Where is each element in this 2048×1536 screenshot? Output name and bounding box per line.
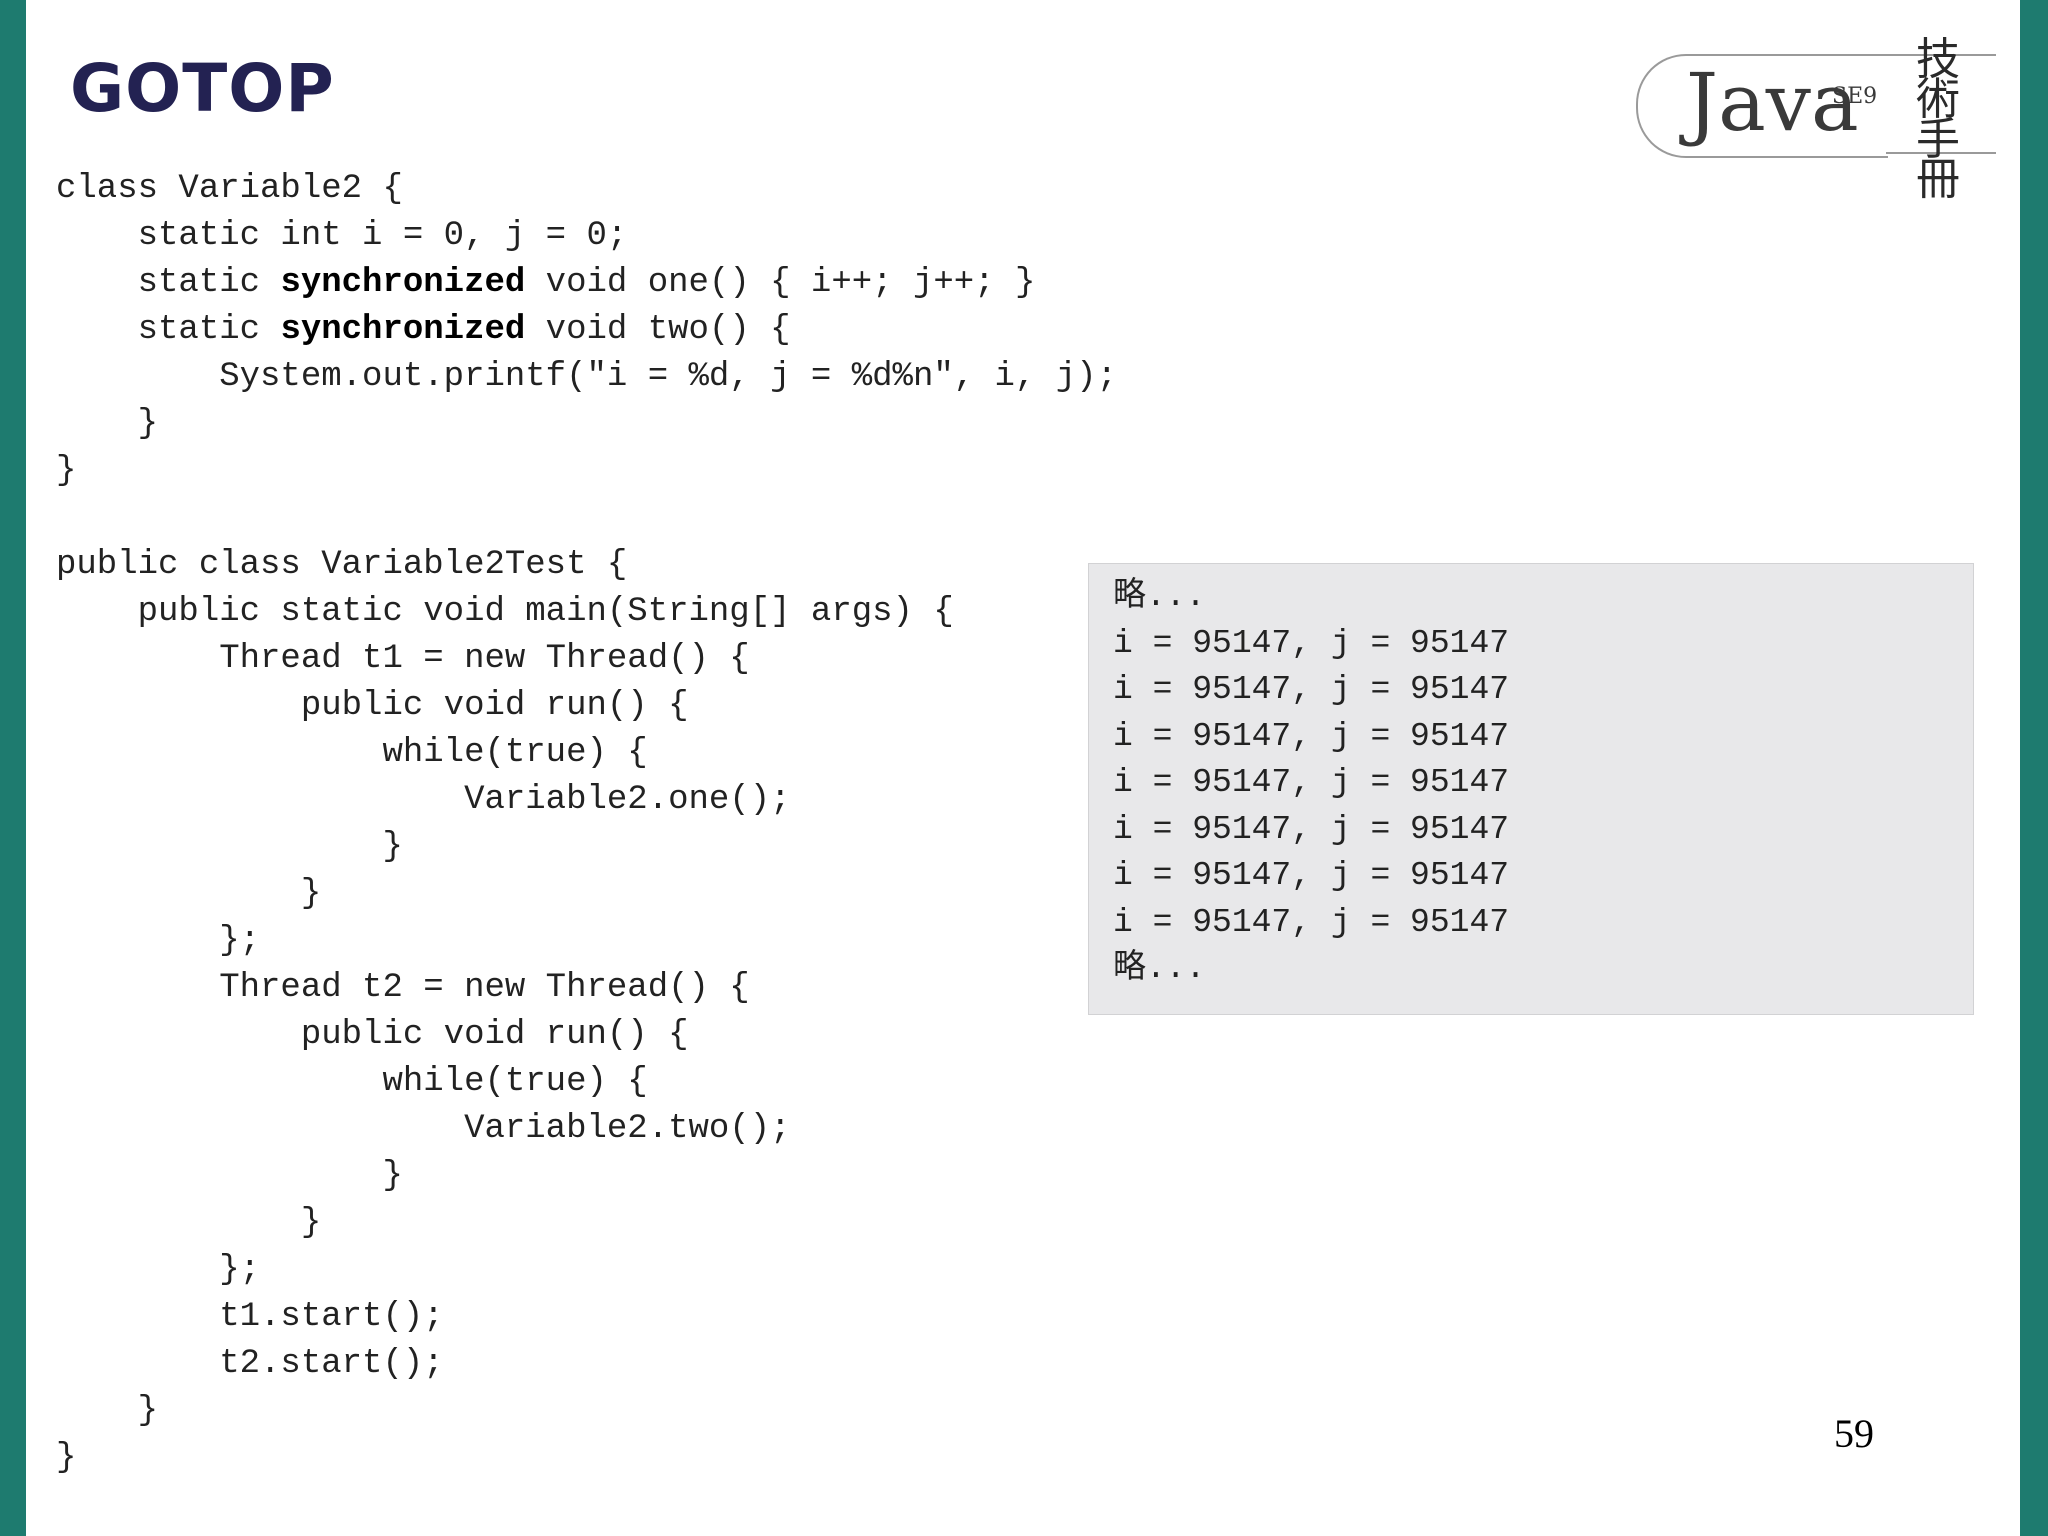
code-text: }; — [56, 922, 261, 960]
code-line: Variable2.two(); — [56, 1106, 1117, 1153]
code-text: } — [56, 875, 322, 913]
console-output-box: 略... i = 95147, j = 95147 i = 95147, j = 9… — [1088, 563, 1974, 1015]
output-line: i = 95147, j = 95147 — [1113, 810, 1510, 848]
code-text: Thread t1 = new Thread() { — [56, 640, 750, 678]
code-line: while(true) { — [56, 730, 1117, 777]
code-text: Thread t2 = new Thread() { — [56, 969, 750, 1007]
code-line: Thread t1 = new Thread() { — [56, 636, 1117, 683]
code-line: } — [56, 1153, 1117, 1200]
badge-edition: SE9 — [1832, 84, 1878, 109]
badge-outline-bottom — [1886, 152, 1996, 154]
code-line — [56, 495, 1117, 542]
code-text: }; — [56, 1251, 261, 1289]
code-keyword-bold: synchronized — [280, 311, 526, 349]
code-line: static int i = 0, j = 0; — [56, 213, 1117, 260]
code-line: t1.start(); — [56, 1294, 1117, 1341]
output-line: i = 95147, j = 95147 — [1113, 764, 1510, 801]
code-text: } — [56, 1439, 77, 1477]
output-line: i = 95147, j = 95147 — [1113, 717, 1510, 755]
code-text: Variable2.one(); — [56, 781, 791, 819]
code-line: } — [56, 871, 1117, 918]
output-line: i = 95147, j = 95147 — [1113, 624, 1510, 662]
code-line: public class Variable2Test { — [56, 542, 1117, 589]
java-se9-badge: Java SE9 技術手冊 — [1636, 38, 1996, 202]
code-line: static synchronized void one() { i++; j+… — [56, 260, 1117, 307]
code-text: while(true) { — [56, 734, 648, 772]
code-text: static — [56, 311, 281, 349]
badge-outline-top — [1886, 54, 1996, 56]
badge-java-word: Java — [1686, 56, 1859, 149]
code-text: public void run() { — [56, 1016, 689, 1054]
code-text: public class Variable2Test { — [56, 546, 628, 584]
code-line: System.out.printf("i = %d, j = %d%n", i,… — [56, 354, 1117, 401]
code-line: } — [56, 448, 1117, 495]
output-line: 略... — [1113, 578, 1206, 615]
code-text: void one() { i++; j++; } — [525, 264, 1036, 302]
output-line: i = 95147, j = 95147 — [1113, 857, 1510, 894]
code-line: }; — [56, 918, 1117, 965]
code-line: Variable2.one(); — [56, 777, 1117, 824]
code-line: } — [56, 401, 1117, 448]
page-number: 59 — [1834, 1411, 1874, 1456]
output-line: i = 95147, j = 95147 — [1113, 671, 1510, 708]
code-text: public static void main(String[] args) { — [56, 593, 954, 631]
code-text: t1.start(); — [56, 1298, 444, 1336]
code-text: t2.start(); — [56, 1345, 444, 1383]
code-line: } — [56, 1388, 1117, 1435]
right-accent-bar — [2020, 0, 2048, 1536]
code-text: System.out.printf("i = %d, j = %d%n", i,… — [56, 358, 1117, 396]
left-accent-bar — [0, 0, 26, 1536]
code-text: Variable2.two(); — [56, 1110, 791, 1148]
code-text: } — [56, 405, 159, 443]
code-text: static — [56, 264, 281, 302]
code-line: public void run() { — [56, 683, 1117, 730]
code-line: Thread t2 = new Thread() { — [56, 965, 1117, 1012]
badge-brush-text: 技術手冊 — [1916, 34, 1960, 205]
code-text: } — [56, 828, 403, 866]
code-line: t2.start(); — [56, 1341, 1117, 1388]
code-line: public static void main(String[] args) { — [56, 589, 1117, 636]
output-line: 略... — [1113, 950, 1206, 987]
code-listing: class Variable2 { static int i = 0, j = … — [56, 166, 1117, 1482]
code-text: } — [56, 1157, 403, 1195]
code-text: } — [56, 452, 77, 490]
code-text: void two() { — [525, 311, 791, 349]
code-line: public void run() { — [56, 1012, 1117, 1059]
code-text: class Variable2 { — [56, 170, 403, 208]
output-line: i = 95147, j = 95147 — [1113, 903, 1510, 941]
code-keyword-bold: synchronized — [280, 264, 526, 302]
badge-outline — [1636, 54, 1888, 158]
code-text: public void run() { — [56, 687, 689, 725]
code-line: } — [56, 1435, 1117, 1482]
code-line: }; — [56, 1247, 1117, 1294]
code-text: while(true) { — [56, 1063, 648, 1101]
code-text: } — [56, 1392, 159, 1430]
code-line: while(true) { — [56, 1059, 1117, 1106]
code-text: static int i = 0, j = 0; — [56, 217, 628, 255]
code-line: static synchronized void two() { — [56, 307, 1117, 354]
code-text: } — [56, 1204, 322, 1242]
code-line: class Variable2 { — [56, 166, 1117, 213]
gotop-logo: GOTOP — [70, 50, 335, 127]
code-line: } — [56, 824, 1117, 871]
code-line: } — [56, 1200, 1117, 1247]
